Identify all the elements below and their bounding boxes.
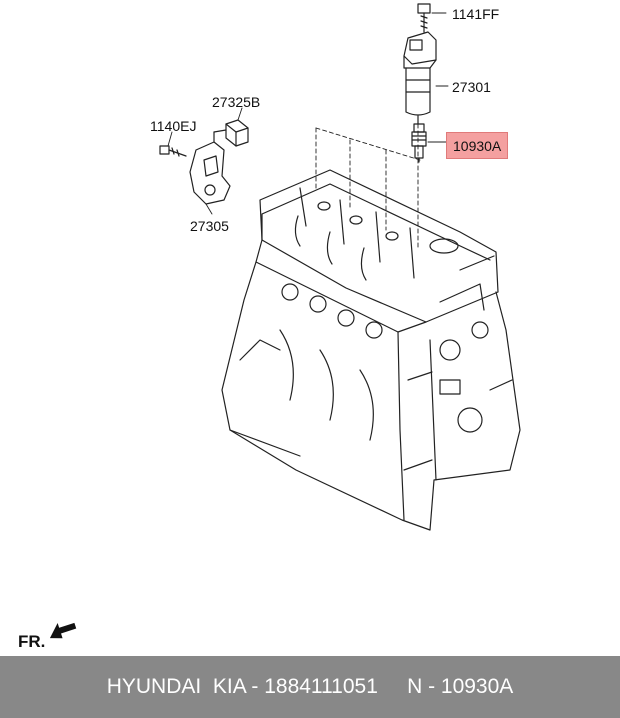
callout-1140ej: 1140EJ — [150, 118, 197, 134]
callout-10930a-highlighted: 10930A — [446, 132, 509, 159]
leader-lines — [167, 12, 449, 215]
bolt-1140ej-part — [159, 145, 187, 157]
engine-block-part — [221, 239, 521, 531]
connector-27325b-part — [225, 119, 249, 147]
callout-27305: 27305 — [190, 218, 229, 234]
front-direction-arrow-icon — [49, 622, 77, 639]
ignition-coil-27301-part — [403, 31, 437, 125]
part-number-footer: HYUNDAI KIA - 1884111051 N - 10930A — [0, 656, 620, 718]
engine-exploded-diagram — [159, 3, 521, 531]
cylinder-head-part — [259, 169, 499, 323]
bolt-1141ff-part — [417, 3, 431, 33]
callout-27325b: 27325B — [212, 94, 261, 110]
callout-27301: 27301 — [452, 79, 491, 95]
spark-plug-10930a-part — [411, 123, 427, 163]
bracket-27305-part — [189, 129, 231, 205]
assembly-dashed-lines — [315, 123, 421, 251]
callout-1141ff: 1141FF — [452, 6, 500, 22]
front-direction-label: FR. — [18, 632, 46, 651]
